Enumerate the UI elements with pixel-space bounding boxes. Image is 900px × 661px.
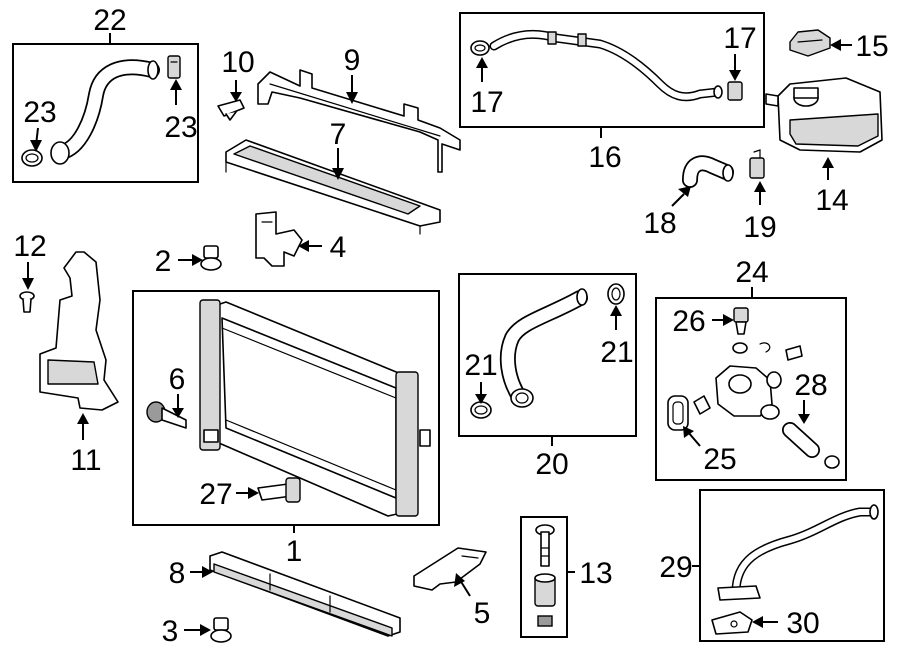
lower-bracket-5: 5: [413, 547, 491, 630]
callout-2: 2: [155, 245, 172, 278]
clamp-17a: [470, 40, 490, 56]
callout-20: 20: [535, 448, 568, 481]
nut: [537, 615, 553, 627]
hose-clip: [167, 55, 181, 79]
callout-22: 22: [93, 4, 126, 37]
clip-19: 19: [743, 149, 777, 244]
grommet-3: 3: [162, 615, 232, 648]
clip-12: [19, 291, 35, 313]
radiator-core: [199, 299, 431, 517]
callout-19: 19: [743, 211, 776, 244]
callout-18: 18: [643, 207, 676, 240]
callout-24: 24: [735, 256, 768, 289]
callout-12: 12: [13, 230, 46, 263]
callout-26: 26: [672, 305, 705, 338]
callout-9: 9: [344, 44, 361, 77]
callout-23a: 23: [23, 96, 56, 129]
callout-25: 25: [703, 443, 736, 476]
callout-23b: 23: [164, 111, 197, 144]
callout-1: 1: [286, 535, 303, 568]
callout-28: 28: [794, 369, 827, 402]
sensor-26: 26: [672, 305, 749, 338]
group-box-22: [12, 43, 199, 183]
callout-3: 3: [162, 615, 179, 648]
coolant-reservoir-14: 14: [765, 77, 883, 217]
small-hose-18: 18: [643, 155, 734, 240]
coolant-pipe: [717, 504, 879, 601]
hose-clamp: [21, 149, 43, 167]
radiator-group: 1 6 27: [132, 290, 440, 568]
sensor-27: 27: [199, 477, 301, 511]
callout-30: 30: [786, 607, 819, 640]
callout-5: 5: [474, 597, 491, 630]
group-box-16: [459, 12, 765, 128]
upper-hose-group: 22 23 23: [12, 4, 199, 183]
upper-tie-bar-9: 9: [257, 44, 461, 173]
gasket-25: 25: [667, 395, 737, 476]
push-pin-10: 10: [217, 46, 255, 121]
callout-8: 8: [169, 557, 186, 590]
thermostat-housing: [693, 342, 803, 420]
side-baffle-group: 12 11: [13, 230, 119, 477]
callout-14: 14: [815, 184, 848, 217]
lower-deflector-8: 8: [169, 551, 401, 637]
callout-4: 4: [330, 231, 347, 264]
bypass-hose: [489, 29, 723, 102]
callout-7: 7: [330, 118, 347, 151]
callout-27: 27: [199, 478, 232, 511]
grommet-2: 2: [155, 245, 222, 278]
clamp-21b: [607, 283, 625, 305]
bracket-30: 30: [711, 607, 820, 640]
bypass-hose-group: 16 17 17: [459, 12, 765, 174]
mount-group-13: 13: [520, 516, 613, 638]
group-box-20: [458, 273, 637, 437]
group-box-1: [132, 290, 440, 526]
callout-11: 11: [70, 444, 101, 477]
hose-28: 28: [782, 369, 840, 469]
drain-plug-6: 6: [146, 363, 187, 429]
callout-16: 16: [588, 141, 621, 174]
callout-10: 10: [221, 46, 254, 79]
clamp-21a: [470, 401, 492, 419]
callout-21b: 21: [600, 336, 633, 369]
thermostat-group: 24 26 25: [655, 256, 847, 481]
bracket-4: 4: [255, 211, 347, 267]
lower-radiator-hose: [499, 288, 588, 408]
callout-13: 13: [579, 557, 612, 590]
side-air-baffle-11: [39, 251, 119, 411]
clip-17b: [727, 81, 743, 101]
callout-6: 6: [169, 363, 186, 396]
callout-29: 29: [659, 551, 692, 584]
callout-21a: 21: [464, 349, 497, 382]
callout-17a: 17: [470, 86, 503, 119]
reservoir-cap-15: 15: [789, 29, 889, 63]
insulator: [534, 573, 556, 607]
bolt: [535, 524, 555, 567]
coolant-pipe-group: 29 30: [659, 489, 885, 642]
upper-radiator-hose: [50, 59, 160, 165]
group-box-13: [520, 516, 568, 638]
lower-hose-group: 20 21 21: [458, 273, 637, 481]
callout-17b: 17: [723, 22, 756, 55]
air-deflector-7: 7: [225, 118, 441, 235]
callout-15: 15: [855, 30, 888, 63]
